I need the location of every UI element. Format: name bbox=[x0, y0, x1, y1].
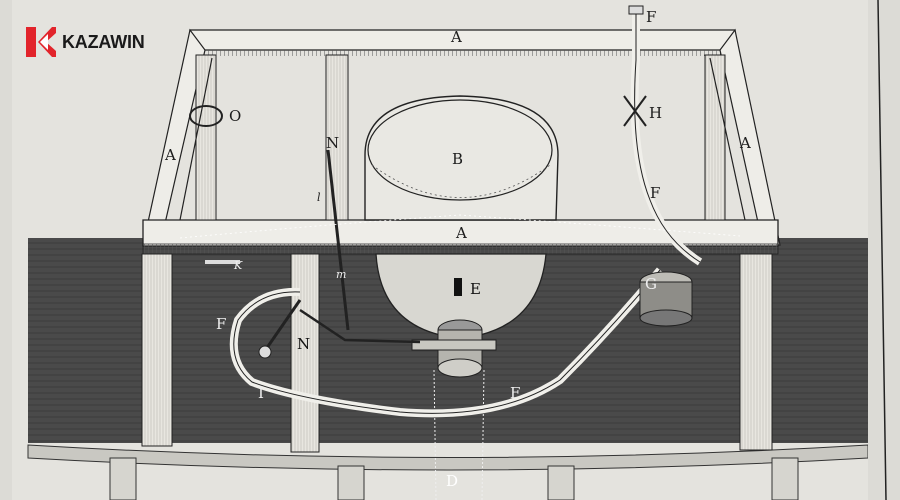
lever-i bbox=[260, 299, 302, 356]
right-lower-post bbox=[739, 253, 773, 451]
left-lower-post bbox=[141, 253, 173, 447]
label-g: G bbox=[645, 275, 657, 293]
reservoir-g-bottom bbox=[639, 309, 693, 327]
collar-o bbox=[189, 105, 223, 127]
pivot-i bbox=[258, 345, 272, 359]
label-d: D bbox=[446, 472, 459, 490]
label-h: H bbox=[649, 104, 663, 122]
tube-f-cap bbox=[628, 5, 644, 15]
vessel-b-dotted bbox=[371, 164, 551, 198]
dotted-line bbox=[179, 214, 741, 239]
label-l: l bbox=[317, 191, 321, 204]
label-m: m bbox=[336, 268, 347, 281]
paper-margin bbox=[868, 0, 900, 500]
kazawin-logo: KAZAWIN bbox=[22, 22, 145, 62]
mark-e bbox=[454, 278, 462, 296]
left-inner-post bbox=[195, 54, 217, 221]
middle-beam-shade bbox=[142, 243, 779, 255]
valve-bottom bbox=[437, 358, 483, 378]
vessel-b-rim bbox=[367, 99, 553, 201]
label-n-bottom: N bbox=[297, 335, 311, 353]
label-k: K bbox=[234, 259, 243, 272]
label-a-top: A bbox=[451, 28, 462, 46]
label-n-top: N bbox=[326, 134, 340, 152]
top-beam-shade bbox=[200, 50, 725, 56]
label-e: E bbox=[470, 280, 481, 298]
label-f-top: F bbox=[646, 8, 657, 26]
label-f-left: F bbox=[216, 315, 227, 333]
label-a-left: A bbox=[165, 146, 176, 164]
tank-leg bbox=[337, 465, 365, 500]
label-i: I bbox=[258, 384, 264, 402]
clamp-h bbox=[623, 95, 647, 127]
tank-leg bbox=[109, 457, 137, 500]
valve-bar bbox=[411, 339, 497, 351]
top-beam bbox=[189, 29, 736, 51]
label-f-right: F bbox=[650, 184, 661, 202]
tank-leg bbox=[547, 465, 575, 500]
label-a-middle: A bbox=[456, 224, 467, 242]
vessel-b bbox=[364, 95, 559, 221]
plate-border bbox=[877, 0, 887, 500]
tube-f-upper bbox=[634, 12, 701, 263]
label-f-bottom: F bbox=[510, 384, 521, 402]
bracing bbox=[179, 57, 746, 221]
tube-f-lower bbox=[233, 269, 661, 414]
lever-m bbox=[299, 308, 421, 344]
label-a-right: A bbox=[740, 134, 751, 152]
right-inner-post bbox=[704, 54, 726, 221]
tank-leg bbox=[771, 457, 799, 500]
logo-text: KAZAWIN bbox=[62, 31, 145, 52]
label-b: B bbox=[452, 150, 464, 168]
tube-d bbox=[433, 369, 485, 500]
kazawin-logo-icon bbox=[26, 27, 56, 57]
lever-l bbox=[326, 149, 350, 331]
label-o: O bbox=[229, 107, 242, 125]
post-n-lower bbox=[290, 253, 320, 453]
